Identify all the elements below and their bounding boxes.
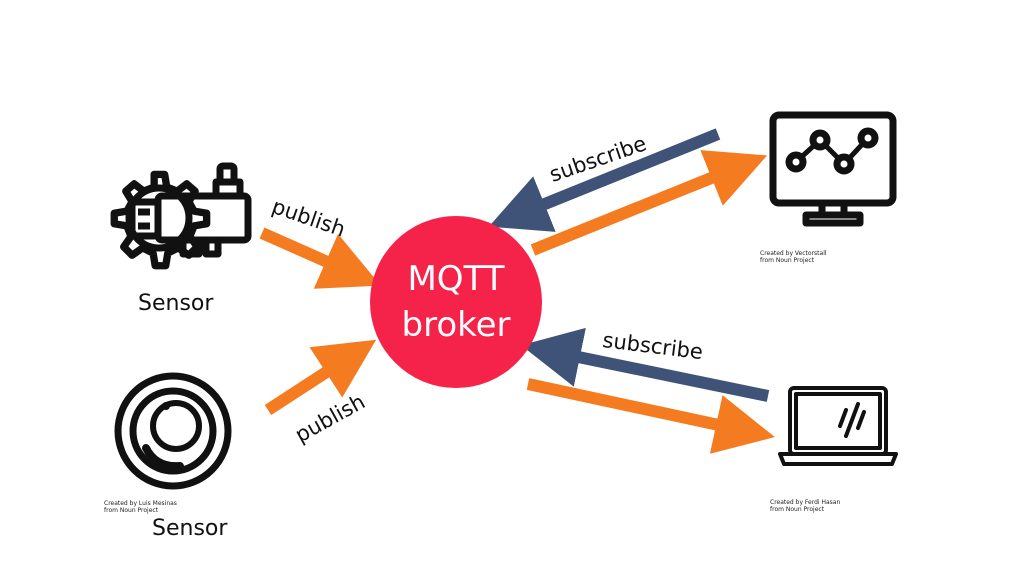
monitor-chart-icon xyxy=(769,111,897,227)
credit-laptop-line1: Created by Ferdi Hasan xyxy=(770,499,841,506)
laptop-icon xyxy=(778,386,898,466)
credit-sensor-bottom-line1: Created by Luis Mesinas xyxy=(104,500,177,507)
engine-sensor-icon xyxy=(110,162,252,270)
forward-arrow-bottom xyxy=(526,378,775,454)
sensor-top-label: Sensor xyxy=(138,291,214,316)
broker-label-line2: broker xyxy=(401,305,511,345)
broker-label-line1: MQTT xyxy=(407,259,505,299)
credit-sensor-bottom-line2: from Noun Project xyxy=(104,507,159,514)
forward-arrow-top xyxy=(530,150,768,256)
credit-monitor: Created by Vectorstall from Noun Project xyxy=(760,250,827,264)
subscribe-arrow-top xyxy=(488,128,721,232)
sensor-bottom-label: Sensor xyxy=(152,516,228,541)
credit-monitor-line1: Created by Vectorstall xyxy=(760,250,827,257)
credit-sensor-bottom: Created by Luis Mesinas from Noun Projec… xyxy=(104,500,177,514)
subscribe-arrow-bottom xyxy=(521,327,770,402)
credit-laptop: Created by Ferdi Hasan from Noun Project xyxy=(770,499,840,513)
round-sensor-icon xyxy=(114,372,232,490)
credit-monitor-line2: from Noun Project xyxy=(760,257,815,264)
publish-arrow-bottom xyxy=(264,339,377,416)
broker-label: MQTT broker xyxy=(370,216,542,388)
publish-arrow-top xyxy=(259,227,381,289)
mqtt-broker-node: MQTT broker xyxy=(370,216,542,388)
credit-laptop-line2: from Noun Project xyxy=(770,506,825,513)
